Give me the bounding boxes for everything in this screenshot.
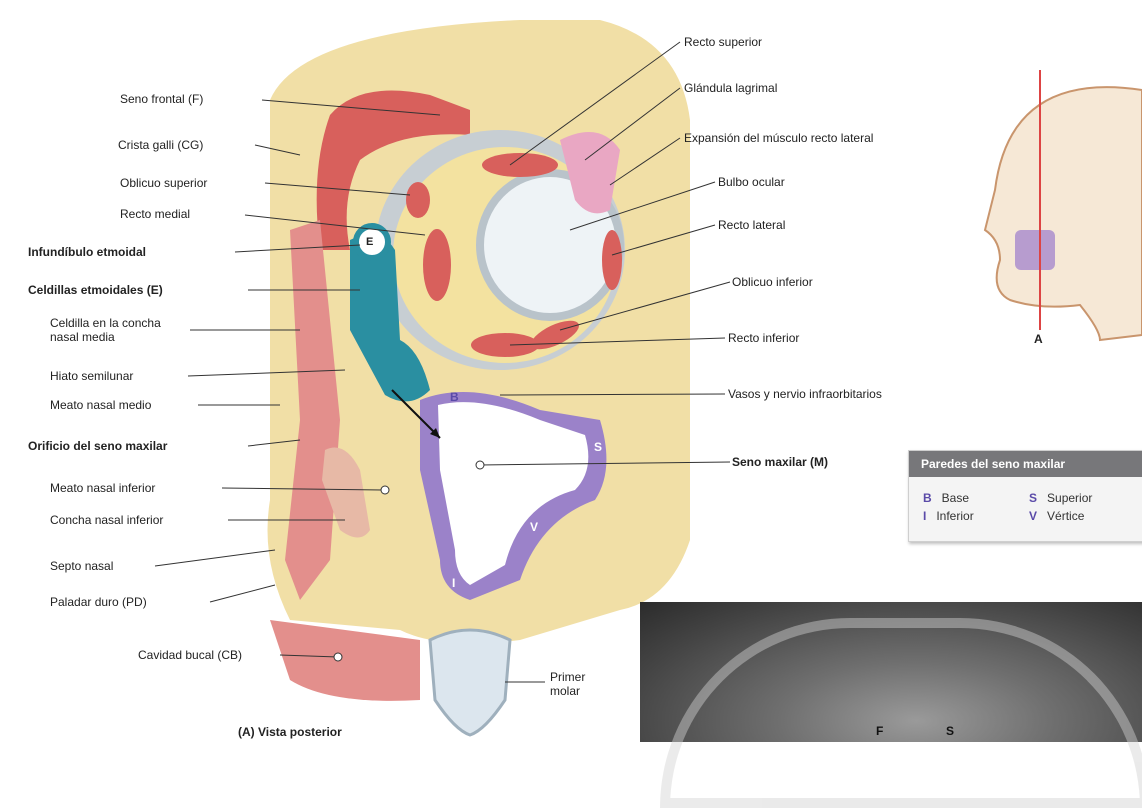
inferior-rectus [471, 333, 539, 357]
maxillary-sinus-marker [476, 461, 484, 469]
medial-rectus [423, 229, 451, 301]
label-letter-i: I [452, 576, 455, 590]
legend-item: S Superior [1029, 491, 1092, 505]
label-primer-molar: Primer molar [550, 670, 610, 698]
legend-label: Base [942, 491, 969, 505]
label-concha-inferior: Concha nasal inferior [50, 513, 163, 527]
label-recto-medial: Recto medial [120, 207, 190, 221]
label-infundibulo: Infundíbulo etmoidal [28, 245, 146, 259]
label-oblicuo-superior: Oblicuo superior [120, 176, 207, 190]
label-celdilla-concha: Celdilla en la concha nasal media [50, 316, 170, 344]
label-meato-inferior: Meato nasal inferior [50, 481, 155, 495]
legend-box: Paredes del seno maxilar B Base S Superior… [908, 450, 1142, 542]
label-paladar: Paladar duro (PD) [50, 595, 147, 609]
legend-label: Vértice [1047, 509, 1084, 523]
label-letter-e: E [366, 235, 373, 249]
label-glandula: Glándula lagrimal [684, 81, 777, 95]
label-septo: Septo nasal [50, 559, 113, 573]
legend-item: B Base [923, 491, 969, 505]
label-bulbo: Bulbo ocular [718, 175, 785, 189]
label-vista: (A) Vista posterior [238, 725, 342, 739]
label-seno-maxilar: Seno maxilar (M) [732, 455, 828, 469]
xray-image: F S [640, 602, 1142, 742]
xray-skull-outline [660, 618, 1142, 808]
xray-letter-f: F [876, 724, 883, 738]
head-sinus-shade [1015, 230, 1055, 270]
oral-cavity-marker [334, 653, 342, 661]
label-letter-v: V [530, 520, 538, 534]
label-oblicuo-inferior: Oblicuo inferior [732, 275, 813, 289]
label-vasos: Vasos y nervio infraorbitarios [728, 387, 882, 401]
label-letter-s: S [594, 440, 602, 454]
legend-key: S [1029, 491, 1037, 505]
label-meato-medio: Meato nasal medio [50, 398, 151, 412]
label-letter-b: B [450, 390, 459, 404]
legend-label: Inferior [936, 509, 973, 523]
legend-title: Paredes del seno maxilar [909, 451, 1142, 477]
legend-item: I Inferior [923, 509, 974, 523]
label-crista-galli: Crista galli (CG) [118, 138, 203, 152]
legend-label: Superior [1047, 491, 1092, 505]
superior-oblique [406, 182, 430, 218]
legend-item: V Vértice [1029, 509, 1084, 523]
legend-key: B [923, 491, 932, 505]
label-recto-lateral: Recto lateral [718, 218, 785, 232]
label-cavidad: Cavidad bucal (CB) [138, 648, 242, 662]
label-orificio: Orificio del seno maxilar [28, 439, 167, 453]
label-recto-superior: Recto superior [684, 35, 762, 49]
legend-key: I [923, 509, 926, 523]
label-celdillas: Celdillas etmoidales (E) [28, 283, 163, 297]
label-recto-inferior: Recto inferior [728, 331, 799, 345]
label-expansion: Expansión del músculo recto lateral [684, 131, 873, 145]
label-seno-frontal: Seno frontal (F) [120, 92, 203, 106]
meatus-marker [381, 486, 389, 494]
head-outline [985, 87, 1142, 340]
first-molar [430, 630, 510, 735]
hard-palate [270, 620, 420, 701]
label-head-a: A [1034, 332, 1043, 346]
xray-letter-s: S [946, 724, 954, 738]
lateral-rectus [602, 230, 622, 290]
superior-rectus [482, 153, 558, 177]
label-hiato: Hiato semilunar [50, 369, 133, 383]
legend-key: V [1029, 509, 1037, 523]
